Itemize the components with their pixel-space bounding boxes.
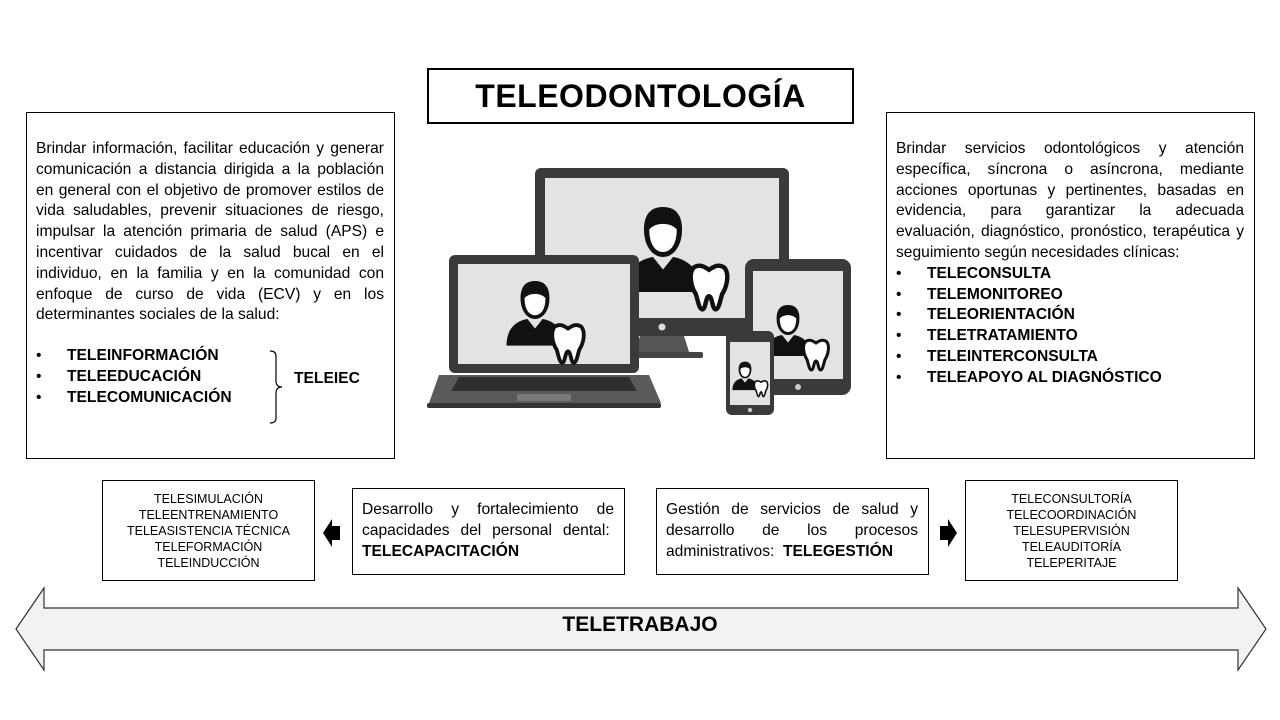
list-item: TELEORIENTACIÓN [896,305,1244,326]
list-item: TELECOMUNICACIÓN [36,388,384,409]
telegestion-items-box: TELECONSULTORÍA TELECOORDINACIÓN TELESUP… [965,480,1178,581]
brace-icon [269,350,283,424]
right-description: Brindar servicios odontológicos y atenci… [896,140,1244,261]
list-item: TELEAPOYO AL DIAGNÓSTICO [896,368,1244,389]
list-item: TELETRATAMIENTO [896,326,1244,347]
telegestion-box: Gestión de servicios de salud y desarrol… [656,488,929,575]
list-item: TELESUPERVISIÓN [1013,523,1130,538]
list-item: TELEINTERCONSULTA [896,347,1244,368]
teleiec-panel: Brindar información, facilitar educación… [26,112,395,459]
telecapacitacion-box: Desarrollo y fortalecimiento de capacida… [352,488,625,575]
telecapacitacion-label: TELECAPACITACIÓN [362,543,520,560]
list-item: TELEASISTENCIA TÉCNICA [126,523,290,538]
telecapacitacion-items-box: TELESIMULACIÓN TELEENTRENAMIENTO TELEASI… [102,480,315,581]
list-item: TELECONSULTORÍA [1011,491,1132,506]
list-item: TELECOORDINACIÓN [1006,507,1137,522]
list-item: TELESIMULACIÓN [153,491,264,506]
list-item: TELEINFORMACIÓN [36,346,384,367]
list-item: TELEFORMACIÓN [154,539,263,554]
arrow-right-icon [940,519,957,547]
teleiec-list: TELEINFORMACIÓN TELEEDUCACIÓN TELECOMUNI… [36,346,384,408]
left-description: Brindar información, facilitar educación… [36,140,384,324]
telegestion-label: TELEGESTIÓN [783,543,894,560]
phone-icon [726,331,774,415]
teleconsulta-panel: Brindar servicios odontológicos y atenci… [886,112,1255,459]
list-item: TELEAUDITORÍA [1021,539,1122,554]
page-title: TELEODONTOLOGÍA [475,77,806,114]
list-item: TELEEDUCACIÓN [36,367,384,388]
teletrabajo-label: TELETRABAJO [562,613,718,636]
telecapacitacion-description: Desarrollo y fortalecimiento de capacida… [362,501,614,539]
teleservices-list: TELECONSULTA TELEMONITOREO TELEORIENTACI… [896,264,1244,389]
devices-illustration [427,168,851,415]
laptop-icon [427,255,661,408]
teletrabajo-double-arrow [15,586,1267,672]
arrow-left-icon [323,519,340,547]
teleiec-label: TELEIEC [294,370,360,388]
teleiec-group: TELEINFORMACIÓN TELEEDUCACIÓN TELECOMUNI… [36,346,384,424]
list-item: TELEMONITOREO [896,285,1244,306]
list-item: TELEPERITAJE [1026,555,1117,570]
title-box: TELEODONTOLOGÍA [427,68,854,124]
list-item: TELEENTRENAMIENTO [138,507,279,522]
telegestion-description: Gestión de servicios de salud y desarrol… [666,501,918,560]
list-item: TELECONSULTA [896,264,1244,285]
list-item: TELEINDUCCIÓN [157,555,260,570]
